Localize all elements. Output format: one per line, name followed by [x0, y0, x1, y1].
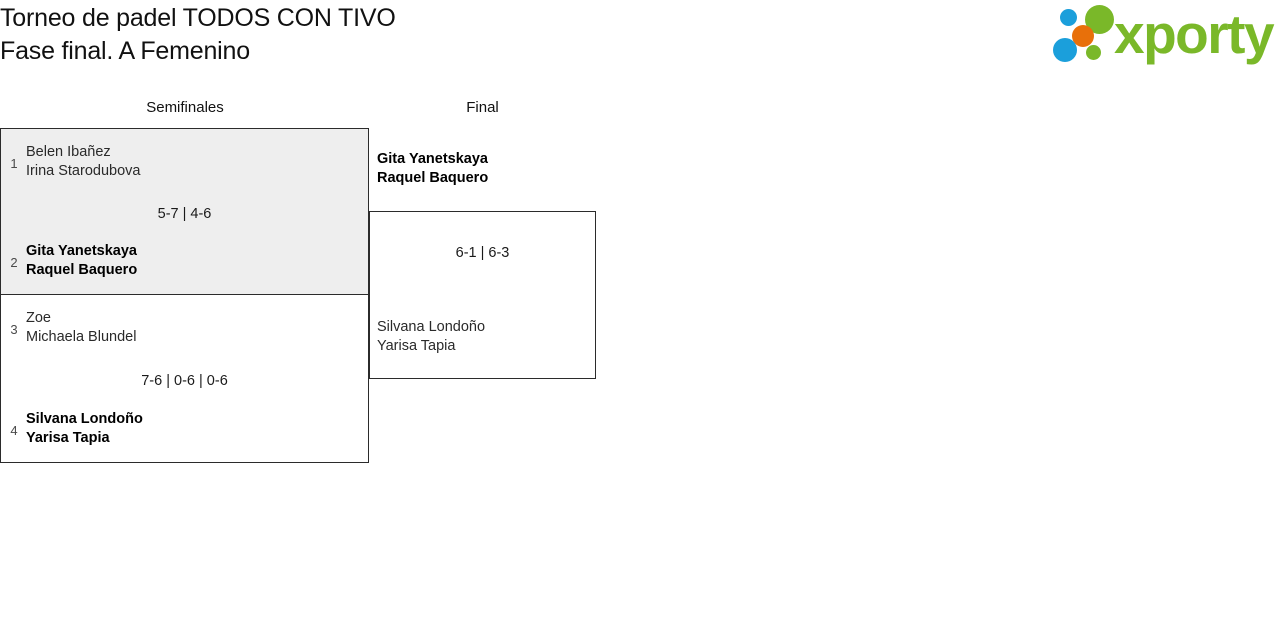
player-name: Irina Starodubova	[26, 163, 141, 179]
player-name: Silvana Londoño	[377, 319, 486, 335]
tournament-name: Torneo de padel TODOS CON TIVO	[0, 4, 396, 32]
player-name: Gita Yanetskaya	[26, 243, 137, 259]
final-loser-team[interactable]: Silvana Londoño Yarisa Tapia	[377, 318, 485, 356]
final-winner-team[interactable]: Gita Yanetskaya Raquel Baquero	[377, 150, 488, 188]
match-team-row[interactable]: 3 Zoe Michaela Blundel	[1, 305, 368, 353]
match-score: 6-1 | 6-3	[455, 245, 510, 261]
logo-dot-blue-large-icon	[1053, 38, 1077, 62]
round-header-final: Final	[466, 99, 499, 116]
logo-dot-green-small-icon	[1086, 45, 1101, 60]
semifinals-column: 1 Belen Ibañez Irina Starodubova 5-7 | 4…	[0, 128, 369, 463]
round-header-semifinals: Semifinales	[146, 99, 224, 116]
match-team-row[interactable]: 4 Silvana Londoño Yarisa Tapia	[1, 406, 368, 454]
match-score: 5-7 | 4-6	[157, 206, 212, 222]
page-header: Torneo de padel TODOS CON TIVO Fase fina…	[0, 0, 1280, 78]
team-names: Silvana Londoño Yarisa Tapia	[26, 410, 143, 448]
match-semifinal-2[interactable]: 3 Zoe Michaela Blundel 7-6 | 0-6 | 0-6 4…	[1, 295, 368, 462]
page-title: Torneo de padel TODOS CON TIVO Fase fina…	[0, 2, 700, 68]
team-names: Gita Yanetskaya Raquel Baquero	[26, 242, 137, 280]
player-name: Yarisa Tapia	[377, 338, 456, 354]
player-name: Zoe	[26, 310, 51, 326]
player-name: Silvana Londoño	[26, 411, 143, 427]
logo-dots-icon	[1048, 3, 1126, 65]
match-team-row[interactable]: 2 Gita Yanetskaya Raquel Baquero	[1, 238, 368, 286]
player-name: Gita Yanetskaya	[377, 151, 488, 167]
match-score: 7-6 | 0-6 | 0-6	[141, 373, 228, 389]
player-name: Raquel Baquero	[26, 262, 138, 278]
team-names: Zoe Michaela Blundel	[26, 309, 136, 347]
logo-wordmark: xporty	[1114, 3, 1275, 65]
logo-dot-blue-small-icon	[1060, 9, 1077, 26]
xporty-logo[interactable]: xporty	[1048, 3, 1276, 65]
match-team-row[interactable]: 1 Belen Ibañez Irina Starodubova	[1, 139, 368, 187]
player-name: Michaela Blundel	[26, 329, 137, 345]
team-seed: 1	[10, 156, 18, 171]
player-name: Belen Ibañez	[26, 144, 111, 160]
player-name: Yarisa Tapia	[26, 430, 110, 446]
match-semifinal-1[interactable]: 1 Belen Ibañez Irina Starodubova 5-7 | 4…	[1, 129, 368, 295]
tournament-phase: Fase final. A Femenino	[0, 37, 250, 65]
match-final[interactable]	[369, 211, 596, 379]
logo-dot-orange-icon	[1072, 25, 1094, 47]
team-seed: 3	[10, 322, 18, 337]
team-names: Belen Ibañez Irina Starodubova	[26, 143, 140, 181]
player-name: Raquel Baquero	[377, 170, 489, 186]
team-seed: 4	[10, 423, 18, 438]
team-seed: 2	[10, 255, 18, 270]
